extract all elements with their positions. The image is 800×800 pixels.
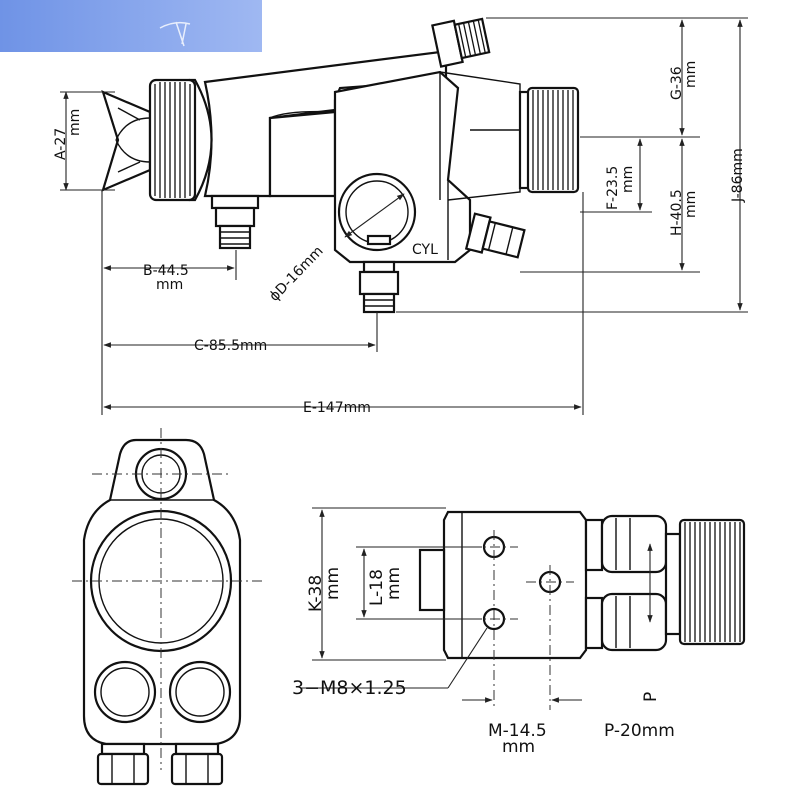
- label-p: P-20mm: [604, 721, 675, 741]
- side-fitting: [464, 212, 526, 259]
- air-cap-knurl: [148, 78, 197, 202]
- side-view: [101, 17, 580, 314]
- bottom-view-dimensions: [300, 507, 582, 703]
- label-l-line1: L-18: [367, 569, 387, 606]
- watermark-mark: [159, 21, 191, 47]
- label-c: C-85.5mm: [194, 338, 267, 354]
- dimension-labels: A-27 mm B-44.5 mm C-85.5mm ϕD-16mm CYL E…: [53, 61, 746, 757]
- label-a-line2: mm: [67, 109, 83, 136]
- label-h-line2: mm: [683, 191, 699, 218]
- label-m-line2: mm: [502, 737, 535, 757]
- fitting-hex-cyl: [358, 270, 400, 296]
- label-b-line1: B-44.5: [143, 263, 189, 279]
- front-fitting-right: [170, 752, 224, 786]
- rear-knob-knurl-lines: [532, 90, 574, 190]
- front-port-right: [168, 660, 232, 724]
- label-a-line1: A-27: [53, 128, 69, 160]
- fitting-hex-lower-left: [214, 206, 256, 228]
- bottom-fitting-lower: [600, 592, 668, 652]
- top-fitting: [431, 17, 491, 68]
- label-thread: 3−M8×1.25: [292, 677, 407, 699]
- bottom-body-outline: [442, 510, 588, 660]
- front-view: [72, 428, 262, 786]
- bottom-knurled-knob: [678, 518, 746, 646]
- label-g-line1: G-36: [669, 66, 685, 100]
- bottom-knob-knurl-lines: [684, 522, 741, 642]
- label-m-line1: M-14.5: [488, 721, 547, 741]
- label-f-line1: F-23.5: [605, 166, 621, 210]
- gun-neck: [268, 110, 337, 198]
- front-fitting-left: [96, 752, 150, 786]
- bottom-fitting-upper: [600, 514, 668, 574]
- air-cap-knurl-lines: [154, 82, 191, 198]
- label-k-line2: mm: [323, 567, 343, 600]
- bottom-view: [418, 510, 746, 710]
- front-port-left: [93, 660, 157, 724]
- label-j: J-86mm: [730, 148, 746, 203]
- label-f-line2: mm: [620, 166, 636, 193]
- label-cyl: CYL: [412, 242, 438, 258]
- side-view-dimensions: [60, 17, 748, 415]
- label-h-line1: H-40.5: [669, 189, 685, 236]
- bottom-side-boss: [418, 548, 446, 612]
- nozzle-cone: [101, 90, 152, 192]
- label-d: ϕD-16mm: [266, 243, 326, 305]
- label-e: E-147mm: [303, 400, 371, 416]
- label-b-line2: mm: [156, 277, 183, 293]
- label-p-marker: P: [641, 692, 661, 702]
- watermark-band: [0, 0, 262, 52]
- label-l-line2: mm: [384, 567, 404, 600]
- label-k-line1: K-38: [306, 575, 326, 612]
- label-g-line2: mm: [683, 61, 699, 88]
